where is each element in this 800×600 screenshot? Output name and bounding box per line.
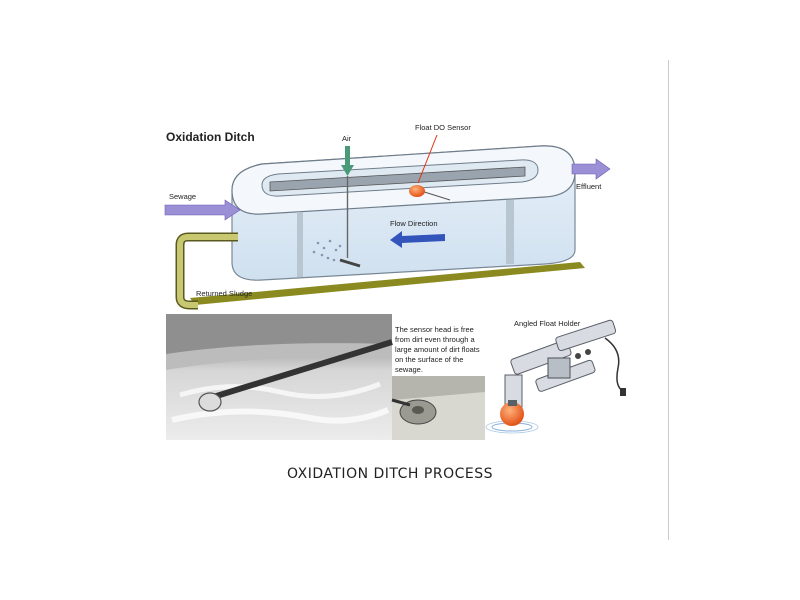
returned-sludge-track — [190, 262, 585, 305]
sensor-photo — [166, 314, 393, 440]
label-float-do-sensor: Float DO Sensor — [415, 123, 471, 132]
label-flow-direction: Flow Direction — [390, 219, 438, 228]
sensor-note: The sensor head is free from dirt even t… — [395, 325, 480, 374]
air-bubbles — [312, 239, 342, 262]
sewage-arrow — [164, 199, 241, 221]
sensor-closeup-photo — [391, 376, 485, 440]
slide-caption: OXIDATION DITCH PROCESS — [287, 466, 493, 482]
label-effluent: Effluent — [576, 182, 602, 191]
label-angled-float-holder: Angled Float Holder — [514, 319, 581, 328]
angled-float-holder-illustration — [485, 319, 626, 434]
air-pipe — [339, 146, 361, 268]
vertical-divider — [668, 60, 669, 540]
diagram-title: Oxidation Ditch — [166, 130, 255, 144]
ditch-tank — [190, 145, 585, 305]
float-sensor-diagram — [409, 134, 438, 197]
effluent-arrow — [571, 158, 611, 180]
flow-direction-arrow — [390, 231, 445, 248]
label-sewage: Sewage — [169, 192, 196, 201]
label-air: Air — [342, 134, 352, 143]
divider-wall — [269, 166, 526, 192]
label-returned-sludge: Returned Sludge — [196, 289, 252, 298]
